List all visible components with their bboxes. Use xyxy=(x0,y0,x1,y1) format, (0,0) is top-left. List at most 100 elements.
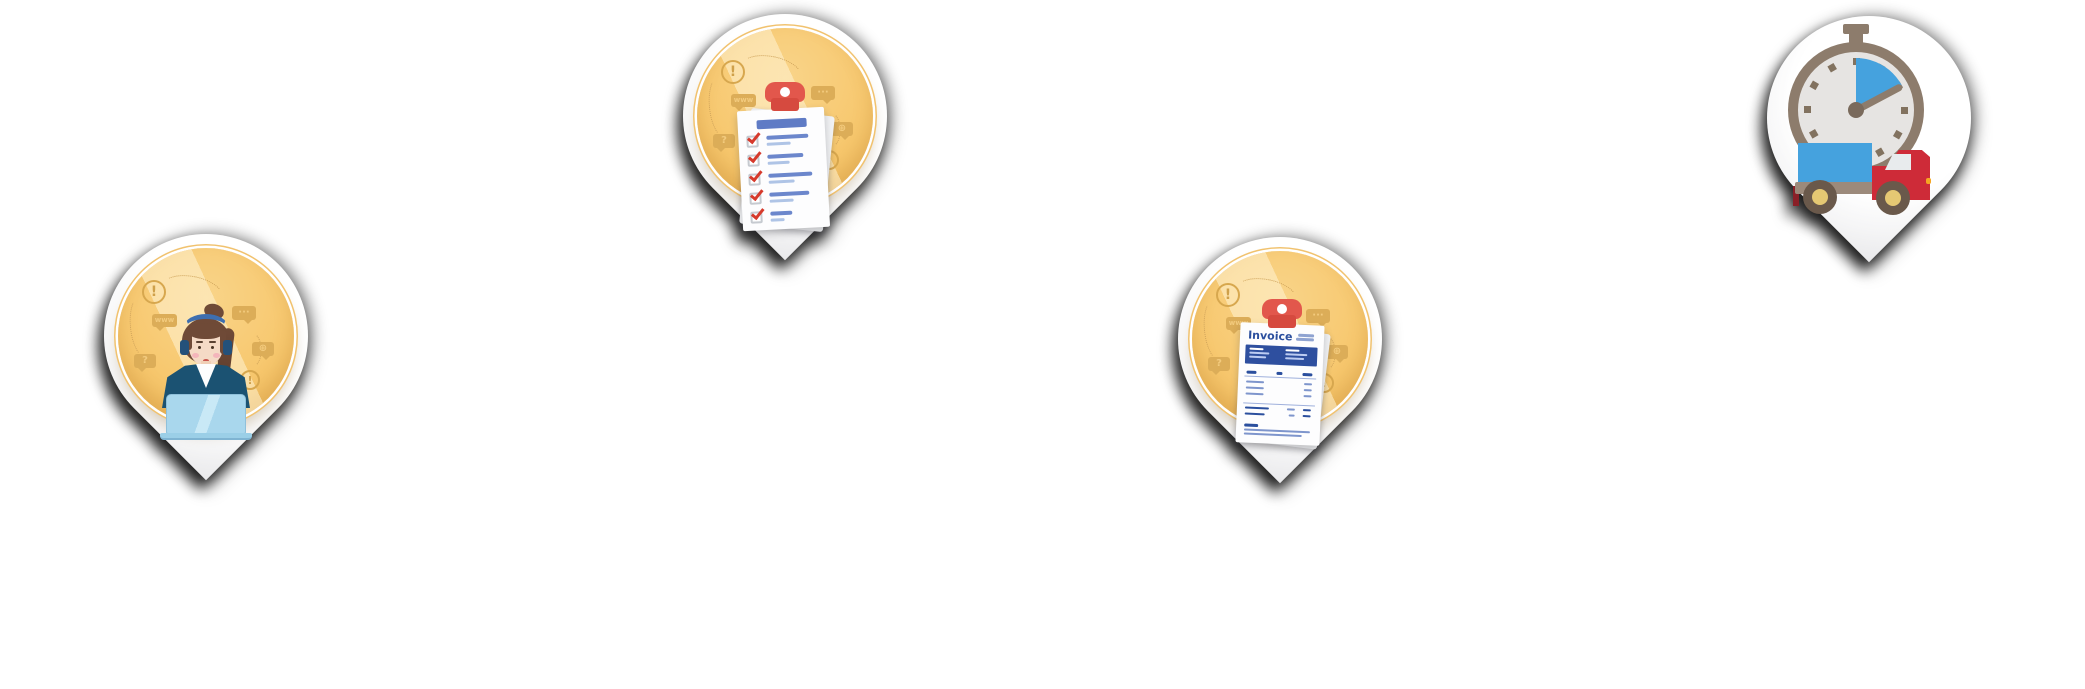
map-pin-checklist[interactable]: ! www ? ··· ⊕ ! xyxy=(640,0,930,261)
exclamation-bubble-icon: ! xyxy=(721,60,745,84)
total-row-bar xyxy=(1244,412,1265,416)
truck-headlight xyxy=(1926,178,1931,184)
support-agent-icon xyxy=(104,234,308,481)
text-line-bar xyxy=(1285,349,1300,352)
agent-eye xyxy=(198,346,201,349)
total-amount-bar xyxy=(1302,409,1311,412)
invoice-meta-bar xyxy=(1295,337,1315,341)
ellipsis-bubble-icon: ··· xyxy=(232,306,256,324)
clip-hole xyxy=(780,87,790,97)
text-line-bar xyxy=(767,152,804,159)
item-amount-bar xyxy=(1303,395,1312,398)
bubble-tail xyxy=(840,135,850,145)
stopwatch-hub xyxy=(1848,102,1864,118)
ellipsis-glyph: ··· xyxy=(817,87,829,98)
clip-hole xyxy=(1277,304,1287,314)
clipboard-clip-icon xyxy=(765,82,805,114)
www-bubble-icon: www xyxy=(152,314,177,331)
globe-bubble-icon: ⊕ xyxy=(831,122,853,140)
globe-bubble-icon: ⊕ xyxy=(1326,345,1348,363)
headphone-earcup-icon xyxy=(223,340,232,355)
table-header-bar xyxy=(1246,370,1257,374)
text-line-bar xyxy=(768,179,795,184)
delivery-truck-icon xyxy=(1793,138,1943,218)
ellipsis-bubble-icon: ··· xyxy=(811,86,835,104)
text-line-bar xyxy=(769,190,810,197)
agent-brow xyxy=(196,341,203,343)
exclamation-glyph: ! xyxy=(729,64,737,80)
total-row-bar xyxy=(1244,406,1269,410)
question-bubble-icon: ? xyxy=(713,134,735,152)
ellipsis-glyph: ··· xyxy=(1312,310,1324,321)
agent-brow xyxy=(209,341,216,343)
text-line-bar xyxy=(769,198,794,203)
text-line-bar xyxy=(768,171,813,178)
ellipsis-bubble-icon: ··· xyxy=(1306,309,1330,327)
truck-wheel-hub xyxy=(1812,189,1828,205)
item-amount-bar xyxy=(1303,389,1312,392)
table-header-bar xyxy=(1276,371,1283,375)
total-mid-bar xyxy=(1288,414,1295,417)
truck-wheel-hub xyxy=(1885,190,1901,206)
bubble-tail xyxy=(137,367,147,377)
total-amount-bar xyxy=(1302,415,1311,418)
globe-glyph: ⊕ xyxy=(258,343,268,354)
checklist-title-bar xyxy=(756,117,807,130)
invoice-icon: Invoice xyxy=(1178,237,1382,484)
footer-line-bar xyxy=(1243,432,1302,437)
invoice-meta-bar xyxy=(1298,333,1315,337)
text-line-bar xyxy=(1249,351,1270,355)
question-glyph: ? xyxy=(1216,358,1222,369)
text-line-bar xyxy=(770,218,785,222)
agent-eye xyxy=(211,346,214,349)
total-mid-bar xyxy=(1286,408,1295,411)
table-header-bar xyxy=(1302,372,1313,376)
invoice-paper: Invoice xyxy=(1235,322,1325,446)
text-line-bar xyxy=(767,160,790,165)
www-glyph: www xyxy=(1228,319,1249,327)
agent-mouth xyxy=(203,359,209,362)
text-line-bar xyxy=(766,141,791,146)
item-row-bar xyxy=(1245,392,1264,396)
question-glyph: ? xyxy=(142,355,148,366)
truck-mudflap xyxy=(1793,186,1799,206)
text-line-bar xyxy=(1285,353,1308,357)
bubble-tail xyxy=(1335,358,1345,368)
globe-glyph: ⊕ xyxy=(1332,346,1342,357)
item-row-bar xyxy=(1245,386,1264,390)
agent-blush xyxy=(192,353,199,358)
checklist-paper xyxy=(736,106,831,232)
bubble-tail xyxy=(243,319,253,329)
agent-blush xyxy=(213,353,220,358)
exclamation-glyph: ! xyxy=(150,284,158,300)
exclamation-bubble-icon: ! xyxy=(1216,283,1240,307)
bubble-tail xyxy=(716,147,726,157)
map-pin-customer-support[interactable]: ! www ? ··· ⊕ ! xyxy=(61,191,351,481)
question-bubble-icon: ? xyxy=(134,354,156,372)
checklist-icon xyxy=(683,14,887,261)
question-bubble-icon: ? xyxy=(1208,357,1230,375)
map-pin-invoice[interactable]: ! www ? ··· ⊕ ! Invoice xyxy=(1135,194,1425,484)
www-glyph: www xyxy=(154,316,175,324)
clip-tab xyxy=(771,98,799,111)
footer-heading-bar xyxy=(1244,423,1259,427)
text-line-bar xyxy=(1285,357,1305,361)
bubble-tail xyxy=(155,326,165,336)
bubble-tail xyxy=(1229,329,1239,339)
truck-cargo-box xyxy=(1798,143,1872,185)
stopwatch-truck-icon xyxy=(1767,16,1971,263)
bubble-tail xyxy=(1317,322,1327,332)
map-pin-fast-delivery[interactable] xyxy=(1724,0,2014,263)
bubble-tail xyxy=(261,355,271,365)
www-glyph: www xyxy=(733,96,754,104)
agent-side-hair xyxy=(186,330,192,350)
stopwatch-crown-cap xyxy=(1843,24,1869,34)
text-line-bar xyxy=(1249,355,1267,359)
headphones-band-icon xyxy=(184,314,228,340)
table-divider xyxy=(1244,375,1317,380)
ellipsis-glyph: ··· xyxy=(238,307,250,318)
clipboard-clip-icon xyxy=(1262,299,1302,331)
bubble-tail xyxy=(822,99,832,109)
truck-window xyxy=(1885,154,1911,170)
